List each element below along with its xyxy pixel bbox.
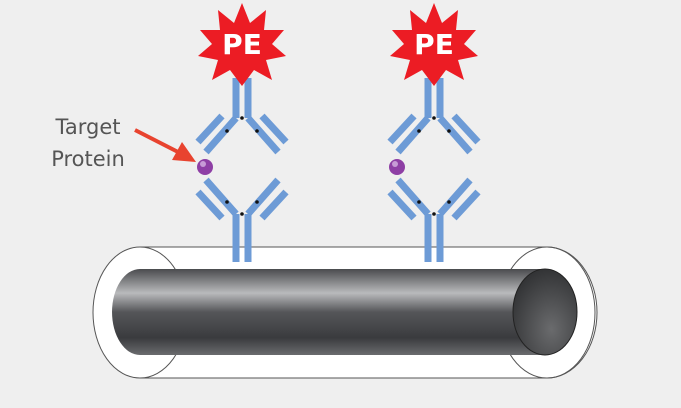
magnetic-rod <box>112 268 578 356</box>
target-label-line2: Protein <box>51 147 125 171</box>
pe-label-left: PE <box>222 28 262 61</box>
pe-label-right: PE <box>414 28 454 61</box>
arrow-icon <box>134 128 196 162</box>
target-label-line1: Target <box>55 115 121 139</box>
target-protein-label: Target Protein <box>38 114 138 172</box>
